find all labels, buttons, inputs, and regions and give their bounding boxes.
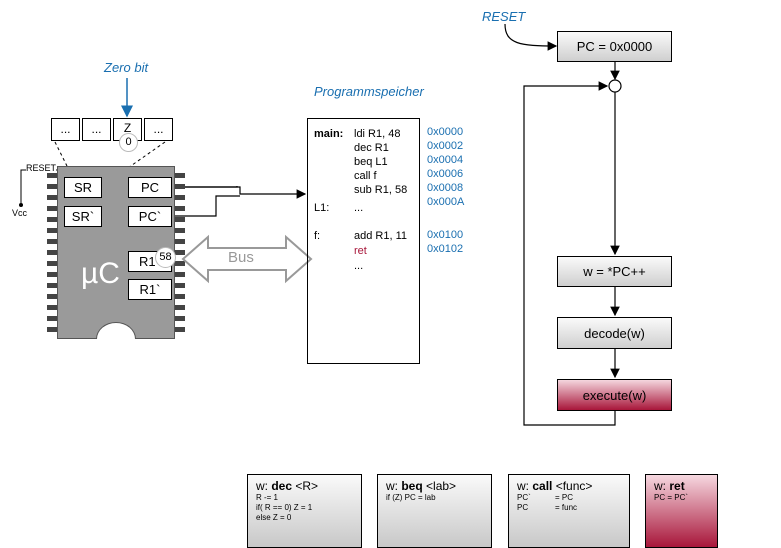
code-line: add R1, 11 <box>354 230 408 242</box>
program-memory-title: Programmspeicher <box>314 84 424 99</box>
pc-shadow-arrow <box>175 195 240 217</box>
fetch-box: w = *PC++ <box>557 256 672 287</box>
reset-arrow <box>504 23 558 51</box>
card-call: w: call <func> PC`= PC PC= func <box>508 474 630 548</box>
address: 0x000A <box>427 196 465 208</box>
sr-cell-0: ... <box>51 118 80 141</box>
chip-sr: SR <box>64 177 102 198</box>
code-line: ... <box>354 202 364 214</box>
chip-sr-shadow: SR` <box>64 206 102 227</box>
sr-cell-1: ... <box>82 118 111 141</box>
reset-pin-label: RESET <box>26 163 57 173</box>
chip-r1-shadow: R1` <box>128 279 172 300</box>
address: 0x0102 <box>427 243 464 255</box>
pc-init-box: PC = 0x0000 <box>557 31 672 62</box>
card-ret: w: ret PC = PC` <box>645 474 718 548</box>
address: 0x0002 <box>427 140 464 152</box>
code-line: call f <box>354 170 377 182</box>
chip-pc: PC <box>128 177 172 198</box>
execute-box: execute(w) <box>557 379 672 411</box>
bus-arrow <box>181 234 313 284</box>
sr-cell-3: ... <box>144 118 173 141</box>
merge-node <box>608 79 622 93</box>
r1-value: 58 <box>155 247 176 268</box>
zero-bit-label: Zero bit <box>104 60 149 75</box>
code-line: ldi R1, 48 <box>354 128 401 140</box>
uc-label: µC <box>81 257 120 290</box>
address: 0x0100 <box>427 229 464 241</box>
flow-loop-back <box>523 81 616 426</box>
sr-dashed-right <box>124 141 166 171</box>
vcc-label: Vcc <box>12 208 28 218</box>
vcc-node <box>19 203 23 207</box>
address: 0x0004 <box>427 154 464 166</box>
pc-read-arrow <box>175 186 307 199</box>
card-beq: w: beq <lab> if (Z) PC = lab <box>377 474 492 548</box>
zero-bit-value: 0 <box>119 133 138 152</box>
code-label: L1: <box>314 202 330 214</box>
program-memory <box>307 118 420 364</box>
code-line: dec R1 <box>354 142 389 154</box>
decode-box: decode(w) <box>557 317 672 349</box>
code-label: f: <box>314 230 321 242</box>
code-line: sub R1, 58 <box>354 184 408 196</box>
card-dec: w: dec <R> R -= 1 if( R == 0) Z = 1 else… <box>247 474 362 548</box>
bus-label: Bus <box>228 249 254 266</box>
code-line-ret: ret <box>354 245 367 257</box>
code-label: main: <box>314 128 344 140</box>
reset-label: RESET <box>482 9 526 24</box>
address: 0x0000 <box>427 126 464 138</box>
chip-pc-shadow: PC` <box>128 206 172 227</box>
code-line: ... <box>354 260 364 272</box>
code-line: beq L1 <box>354 156 388 168</box>
address: 0x0008 <box>427 182 464 194</box>
sr-dashed-left <box>54 141 68 167</box>
address: 0x0006 <box>427 168 464 180</box>
